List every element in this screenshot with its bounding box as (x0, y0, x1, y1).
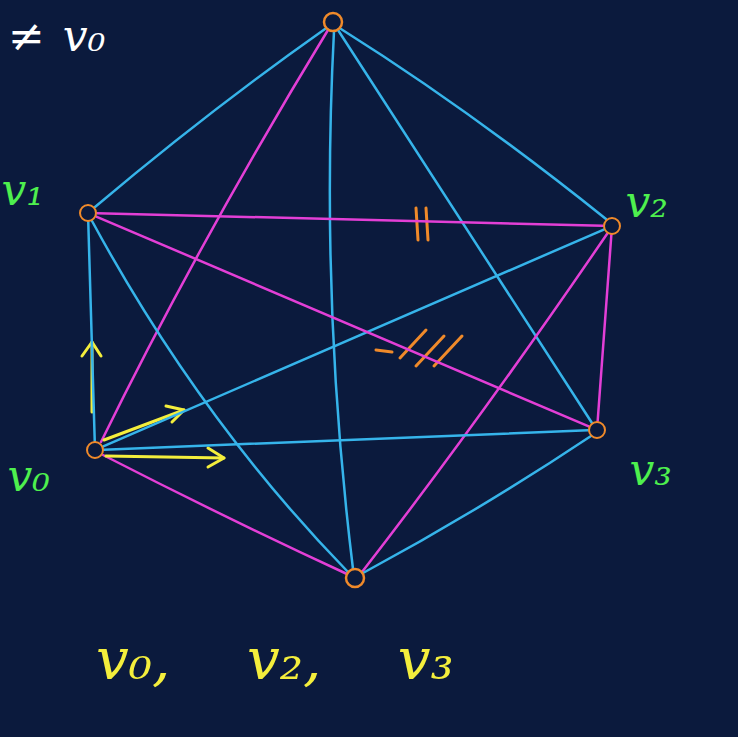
vertex-circle (346, 569, 364, 587)
vertex-label: v₁ (2, 166, 45, 214)
graph-edge (104, 430, 588, 449)
graph-edge (96, 217, 588, 427)
direction-arrow (104, 410, 184, 440)
vertex-node: v₂ (603, 217, 621, 235)
direction-arrow (106, 456, 224, 458)
vertex-node: v₀ (86, 441, 104, 459)
tick-mark (426, 208, 428, 240)
tick-mark (376, 350, 392, 352)
vertex-label: v₂ (626, 178, 669, 226)
vertex-label: v₀ (8, 452, 51, 500)
graph-edge (95, 29, 325, 207)
graph-edge (363, 436, 591, 573)
graph-edge (341, 29, 606, 219)
graph-edge (338, 30, 592, 423)
vertex-node: v₁ (79, 204, 97, 222)
arrow-head (208, 448, 224, 467)
graph-edge (330, 31, 353, 569)
graph-edge (97, 213, 603, 226)
vertex-list: v₀, v₂, v₃ (96, 628, 454, 692)
graph-edge (362, 234, 607, 572)
vertex-label: v₃ (630, 446, 673, 494)
tick-mark (416, 208, 418, 240)
vertex-node: v₃ (588, 421, 606, 439)
graph-edge (88, 222, 94, 441)
graph-edge (598, 235, 612, 421)
note-text: ≠ v₀ (8, 12, 105, 60)
vertex-circle (324, 13, 342, 31)
graph-edge (101, 30, 328, 442)
graph-edge (103, 230, 603, 447)
graph-edge (103, 455, 347, 574)
tick-mark (400, 330, 426, 358)
